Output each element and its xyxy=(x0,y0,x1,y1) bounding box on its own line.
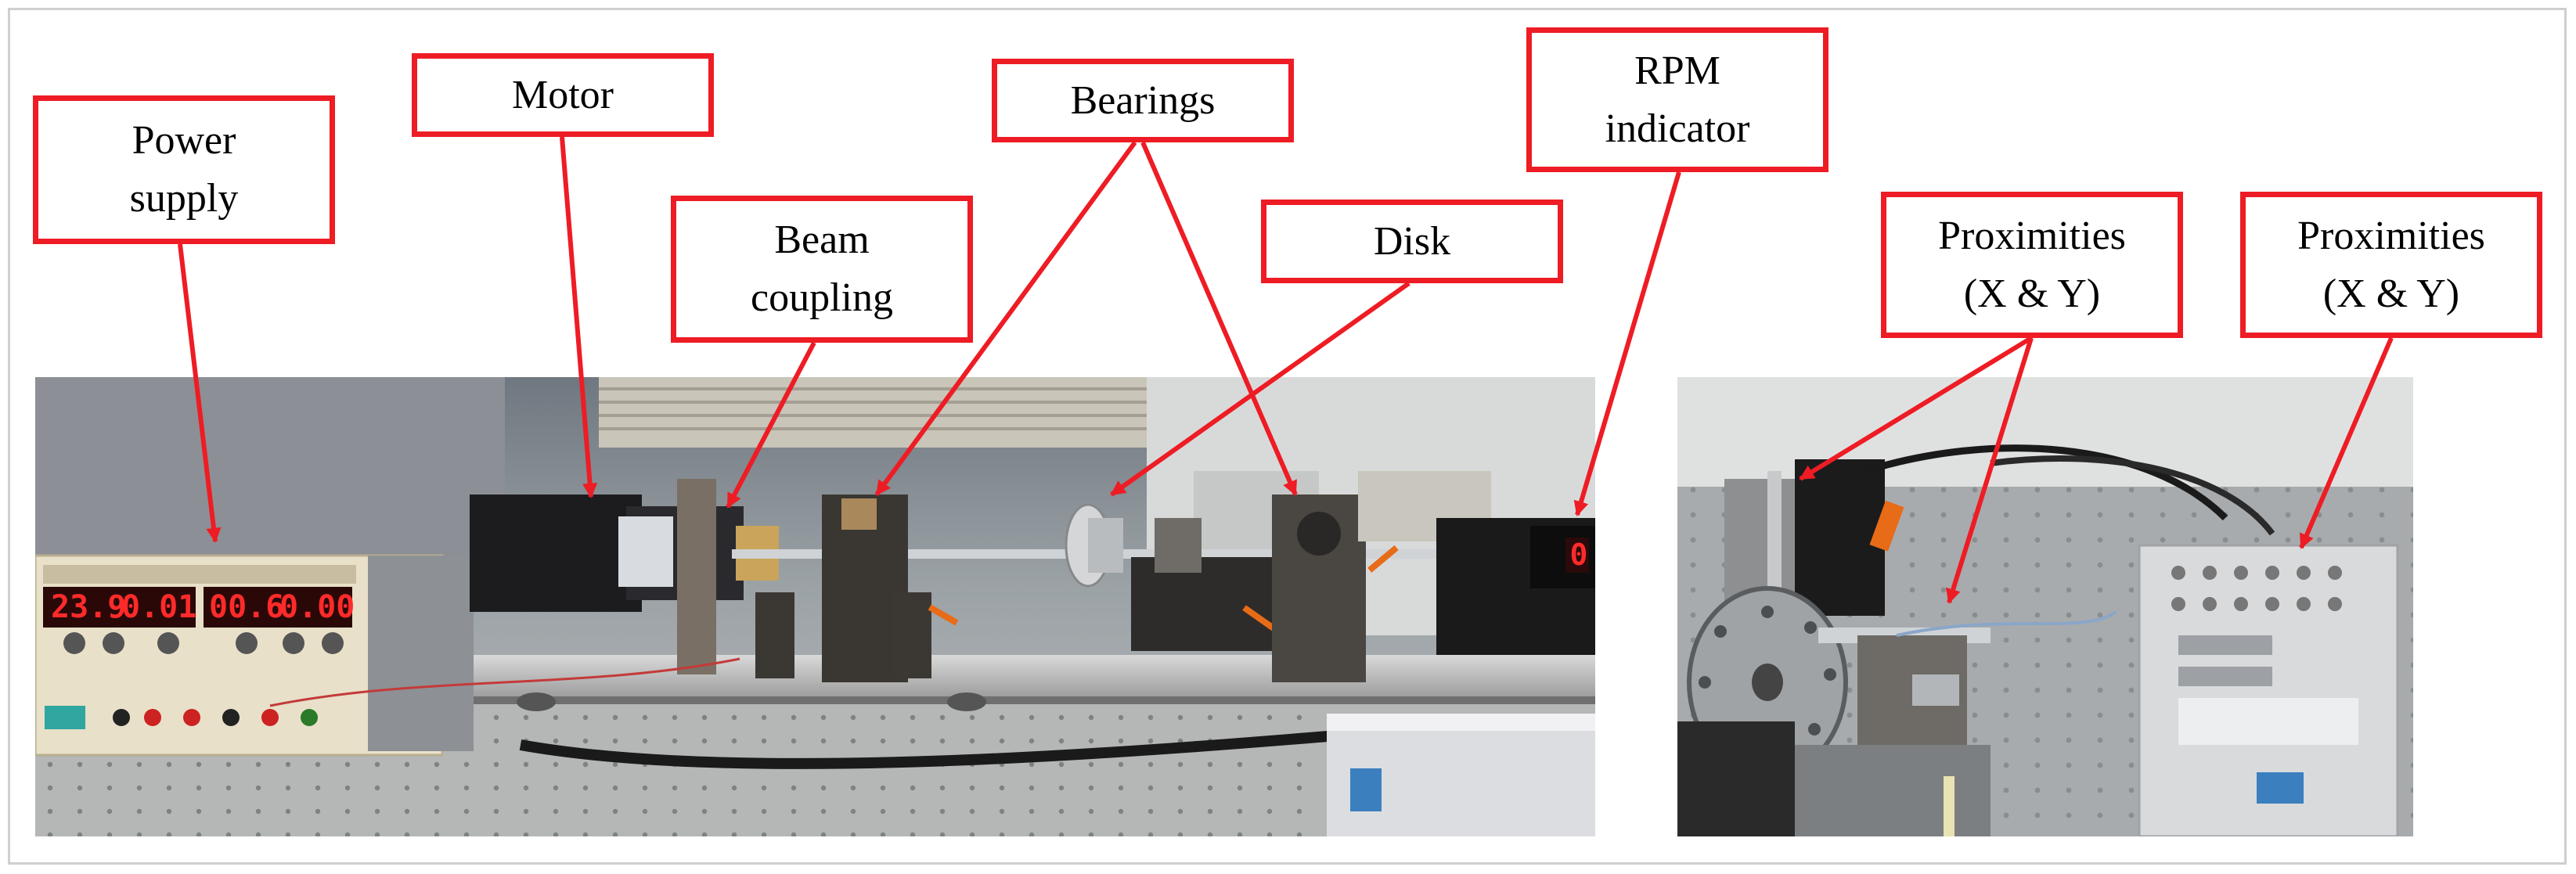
proximity-probes-photo xyxy=(1677,377,2413,836)
callout-disk: Disk xyxy=(1261,200,1563,283)
voltage-readout-a: 23.9 xyxy=(51,589,127,625)
current-readout-b: 0.00 xyxy=(279,589,355,625)
callout-beam-coupling: Beam coupling xyxy=(671,196,973,343)
rotor-test-rig-photo: 23.9 0.01 00.6 0.00 0 xyxy=(35,377,1595,836)
callout-power-supply: Power supply xyxy=(33,95,335,244)
rpm-readout: 0 xyxy=(1569,538,1588,572)
callout-motor: Motor xyxy=(412,53,714,137)
callout-proximities-left: Proximities (X & Y) xyxy=(1881,192,2183,338)
voltage-readout-b: 00.6 xyxy=(209,589,285,625)
current-readout-a: 0.01 xyxy=(121,589,197,625)
callout-rpm-indicator: RPM indicator xyxy=(1526,27,1828,172)
callout-proximities-right: Proximities (X & Y) xyxy=(2240,192,2542,338)
callout-bearings: Bearings xyxy=(992,59,1294,142)
